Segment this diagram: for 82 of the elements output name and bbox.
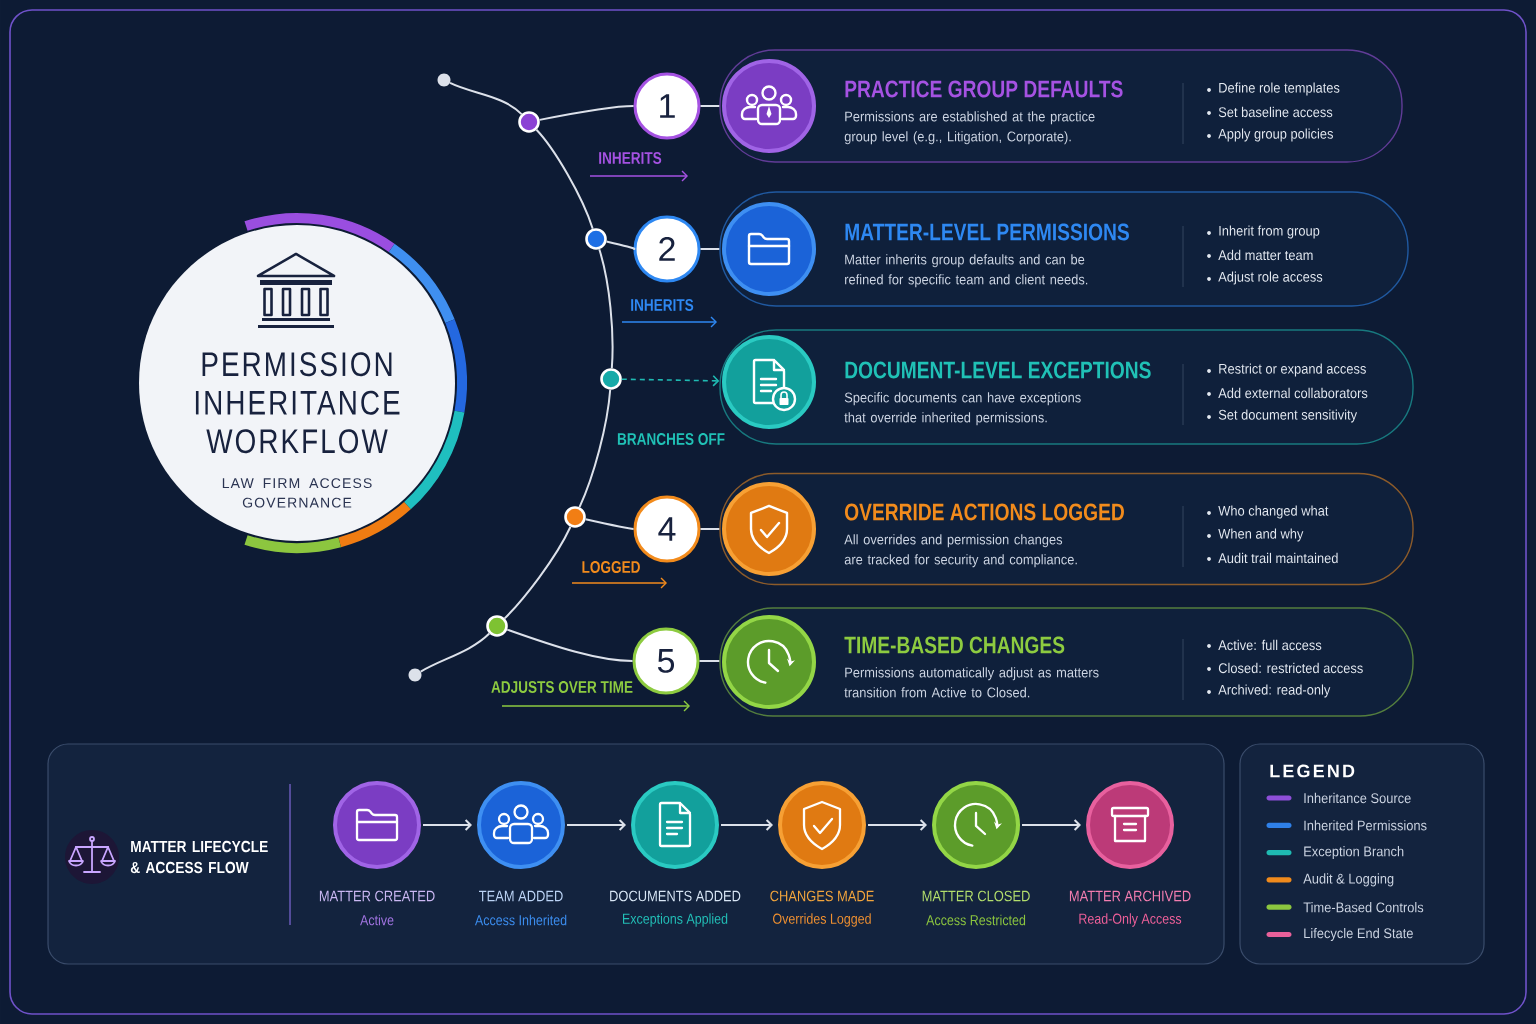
panel-title: MATTER LIFECYCLE & ACCESS FLOW [130,840,268,874]
legend-text: Inherited Permissions [1304,820,1427,831]
connector-line [538,105,635,121]
title-circle [139,225,455,541]
connector-line [698,660,721,663]
legend-text: Inheritance Source [1304,792,1411,804]
bullet-item: Closed: restricted access [1218,662,1363,674]
card-description: All overrides and permission changes are tracked for security and compliance. [844,534,1077,568]
bullet-item: Inherit from group [1219,225,1320,239]
legend-text: Lifecycle End State [1304,927,1413,941]
arrow [566,819,626,831]
connector-line [419,632,491,673]
arrow [1021,819,1081,831]
branch-label: INHERITS [599,151,662,164]
branch-label: LOGGED [582,560,640,573]
stage-label: DOCUMENTS ADDED [610,890,741,902]
bullet-item: Restrict or expand access [1219,363,1366,377]
connector-line [605,240,636,250]
stage-label: TEAM ADDED [479,890,563,902]
stage-status: Read-Only Access [1079,913,1182,927]
stage-status: Access Inherited [474,914,567,926]
legend-heading: LEGEND [1270,764,1355,778]
connector-line [699,248,721,250]
connector-line [535,128,594,230]
stage-status: Active [360,914,394,926]
bullet-item: Who changed what [1218,505,1329,519]
stage-label: MATTER CLOSED [922,890,1030,902]
bullet-item: Audit trail maintained [1218,552,1338,564]
connector-line [449,81,523,116]
stage-label: CHANGES MADE [770,890,874,902]
junction-dot [600,368,622,390]
arrow [422,819,472,831]
card-title: MATTER-LEVEL PERMISSIONS [845,223,1129,241]
connector-line [503,525,572,620]
heading: PERMISSION INHERITANCE WORKFLOW [195,352,400,454]
junction-dot [585,228,607,250]
stage-status: Access Restricted [926,914,1026,926]
card-title: PRACTICE GROUP DEFAULTS [845,80,1123,98]
dashed-arrow [621,375,720,387]
stage-label: MATTER ARCHIVED [1069,890,1191,902]
bullet-item: Archived: read-only [1218,684,1331,698]
bullet-item: Add external collaborators [1218,387,1368,399]
bullet-item: Apply group policies [1218,128,1333,142]
connector-line [699,105,721,107]
card-description: Matter inherits group defaults and can be refined for specific team and client needs. [845,254,1088,288]
legend-text: Audit & Logging [1303,873,1394,887]
connector-line [598,248,614,370]
junction-dot [486,615,508,637]
legend-text: Time-Based Controls [1303,902,1424,913]
branch-label: INHERITS [631,298,694,311]
info-card [719,472,1414,586]
bullet-item: Active: full access [1218,639,1322,651]
legend-text: Exception Branch [1304,846,1404,860]
stage-status: Exceptions Applied [623,913,728,927]
card-description: Permissions automatically adjust as matters transition from Active to Closed. [844,667,1099,698]
stage-label: MATTER CREATED [319,890,435,902]
card-title: OVERRIDE ACTIONS LOGGED [845,503,1124,521]
branch-label: ADJUSTS OVER TIME [491,680,633,693]
info-card [719,191,1409,307]
connector-line [578,388,612,509]
card-title: TIME-BASED CHANGES [844,636,1065,654]
card-description: Permissions are established at the practice group level (e.g., Litigation, Corporate). [844,111,1095,145]
connector-line [506,628,634,662]
bullet-item: Define role templates [1219,82,1340,96]
card-description: Specific documents can have exceptions that override inherited permissions. [844,392,1081,426]
bullet-item: Adjust role access [1218,271,1323,285]
bullet-item: Add matter team [1218,249,1313,261]
junction-dot [518,111,540,133]
connector-line [584,518,635,530]
branch-label: BRANCHES OFF [617,432,725,445]
connector-line [699,528,721,530]
junction-dot [564,506,586,528]
bullet-item: When and why [1218,528,1304,542]
bullet-item: Set document sensitivity [1218,409,1358,423]
card-title: DOCUMENT-LEVEL EXCEPTIONS [845,361,1151,379]
arrow [867,819,927,831]
stage-status: Overrides Logged [773,913,871,927]
bullet-item: Set baseline access [1218,106,1333,118]
arrow [720,819,773,831]
info-card [719,49,1403,163]
info-card [719,607,1414,717]
subtitle: LAW FIRM ACCESS GOVERNANCE [222,478,372,508]
